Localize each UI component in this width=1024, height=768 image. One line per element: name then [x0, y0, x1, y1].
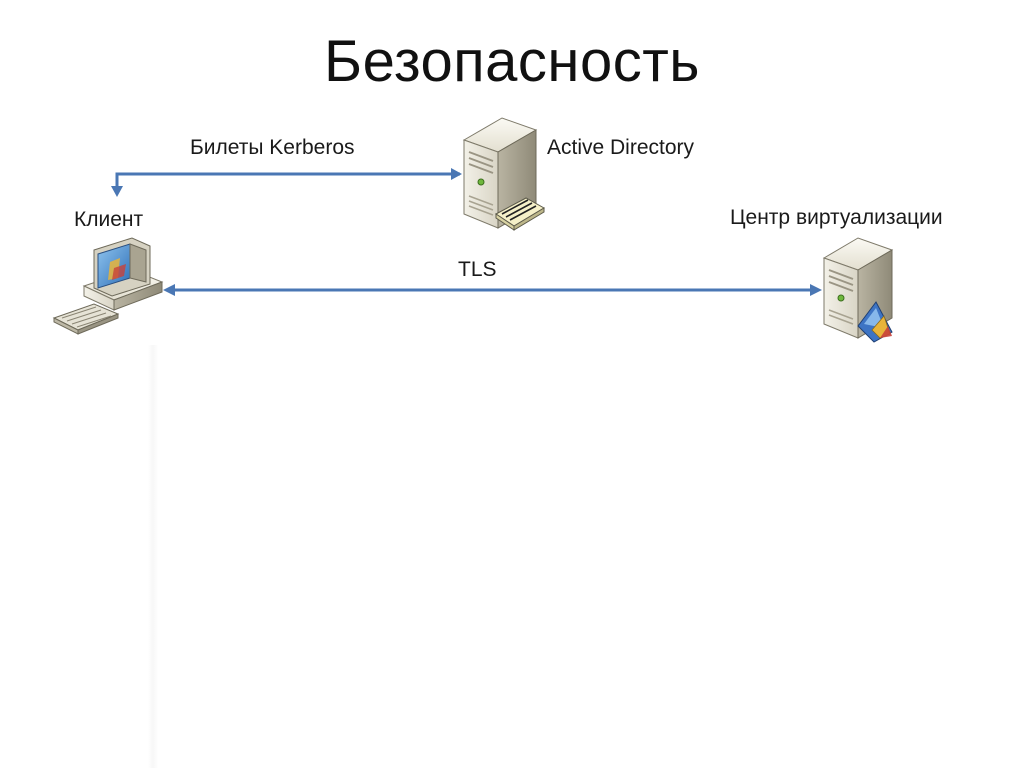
vcenter-label: Центр виртуализации [730, 206, 943, 229]
virtualization-server-icon [822, 237, 894, 343]
slide-title: Безопасность [324, 29, 700, 94]
directory-server-icon [462, 117, 545, 231]
background-strip [148, 345, 158, 768]
tls-link-label: TLS [458, 258, 497, 281]
workstation-icon [52, 237, 164, 335]
tls-arrow [163, 284, 822, 296]
client-label: Клиент [74, 208, 144, 231]
kerberos-link-label: Билеты Kerberos [190, 136, 355, 159]
active-directory-label: Active Directory [547, 136, 695, 159]
kerberos-arrow [111, 168, 462, 197]
